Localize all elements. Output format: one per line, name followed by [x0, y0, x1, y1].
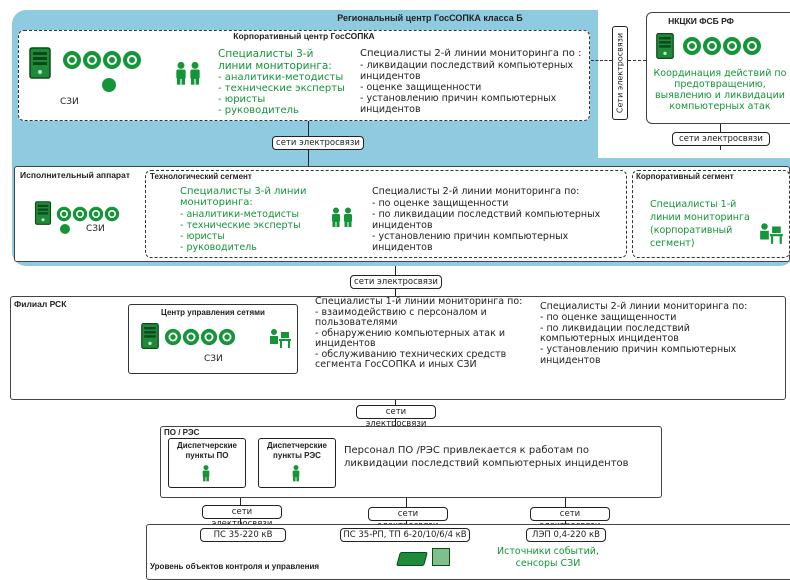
- ps-35-220-box: ПС 35-220 кВ: [200, 528, 286, 542]
- shield-icon: [742, 36, 762, 56]
- exec-l3-items: - аналитики-методисты - технические эксп…: [180, 209, 301, 253]
- nkcki-vertical-text: Сети электросвязи: [615, 32, 625, 114]
- server-icon: [140, 322, 160, 350]
- user-icon: [60, 224, 70, 234]
- operator-desk-icon: [758, 222, 784, 244]
- exec-l3-title: Специалисты 3-й линии мониторинга:: [180, 186, 307, 208]
- ncc-title: Центр управления сетями: [161, 308, 265, 317]
- gear-icon: [200, 328, 218, 346]
- operator-desk-icon: [268, 328, 292, 348]
- security-icons: [56, 206, 136, 222]
- corp-l3-items: - аналитики-методисты - технические эксп…: [218, 72, 345, 116]
- tech-segment-title: Технологический сегмент: [150, 172, 252, 181]
- nkcki-comm-link: сети электросвязи: [672, 132, 770, 146]
- shield-icon: [122, 50, 142, 70]
- exec-l2-items: - по оценке защищенности - по ликвидации…: [372, 198, 601, 253]
- corp-szi-label: СЗИ: [60, 97, 79, 107]
- bottom-comm-link-2: сети электросвязи: [368, 507, 448, 531]
- gear-icon: [102, 50, 122, 70]
- region-filial-comm-link: сети электросвязи: [350, 275, 442, 289]
- filial-title: Филиал РСК: [14, 299, 67, 309]
- security-icons: [62, 50, 162, 70]
- nkcki-title: НКЦКИ ФСБ РФ: [668, 16, 734, 26]
- dp-res-label: Диспетчерские пункты РЭС: [267, 441, 327, 460]
- server-icon: [655, 32, 675, 60]
- ps-35-rp-box: ПС 35-РП, ТП 6-20/10/6/4 кВ: [340, 528, 470, 542]
- user-icon: [102, 78, 116, 92]
- exec-l2-title: Специалисты 2-й линии мониторинга по:: [372, 186, 580, 197]
- objects-level-label: Уровень объектов контроля и управления: [150, 562, 320, 571]
- nkcki-text: Координация действий по предотвращению, …: [653, 68, 787, 112]
- person-icon: [201, 464, 211, 482]
- security-icons: [682, 36, 790, 56]
- corp-center-title: Корпоративный центр ГосСОПКА: [233, 31, 375, 41]
- exec-szi-label: СЗИ: [86, 224, 105, 234]
- security-icon: [56, 206, 72, 222]
- corp-l2-items: - ликвидации последствий компьютерных ин…: [360, 60, 574, 115]
- corp-segment-text: Специалисты 1-й линии мониторинга (корпо…: [650, 199, 750, 249]
- nkcki-dash-link-2: [628, 60, 646, 61]
- po-res-text: Персонал ПО /РЭС привлекается к работам …: [344, 445, 629, 469]
- po-res-title: ПО / РЭС: [164, 428, 200, 437]
- gear-icon: [88, 206, 104, 222]
- security-icon: [62, 50, 82, 70]
- tech-segment-box: [145, 170, 627, 258]
- shield-icon: [104, 206, 120, 222]
- corp-exec-comm-link: сети электросвязи: [272, 136, 364, 150]
- sensor-icon: [432, 548, 450, 566]
- exec-title: Исполнительный аппарат: [20, 170, 131, 180]
- filial-l2-text: Специалисты 2-й линии мониторинга по: - …: [540, 301, 748, 366]
- nkcki-box: [646, 12, 790, 124]
- sources-text: Источники событий, сенсоры СЗИ: [497, 546, 599, 569]
- person-icon: [291, 464, 301, 482]
- search-icon: [82, 50, 102, 70]
- lep-box: ЛЭП 0,4-220 кВ: [526, 528, 606, 542]
- gear-icon: [722, 36, 742, 56]
- specialists-icon: [332, 207, 352, 227]
- corp-segment-box: [632, 170, 790, 258]
- bottom-comm-link-1: сети электросвязи: [202, 505, 282, 529]
- bottom-comm-link-3: сети электросвязи: [530, 507, 610, 531]
- router-icon: [396, 552, 428, 566]
- server-icon: [34, 200, 52, 226]
- security-icon: [164, 328, 182, 346]
- region-title: Региональный центр ГосСОПКА класса Б: [337, 13, 523, 23]
- corp-segment-title: Корпоративный сегмент: [636, 172, 734, 181]
- filial-po-comm-link: сети электросвязи: [356, 405, 436, 429]
- shield-icon: [218, 328, 236, 346]
- specialists-icon: [176, 61, 200, 85]
- nkcki-vertical-label: Сети электросвязи: [612, 26, 628, 120]
- search-icon: [182, 328, 200, 346]
- security-icons: [164, 328, 264, 346]
- corp-l2-title: Специалисты 2-й линии мониторинга по :: [360, 48, 582, 59]
- security-icon: [682, 36, 702, 56]
- corp-center-box: [18, 30, 590, 121]
- ncc-szi-label: СЗИ: [204, 354, 223, 364]
- search-icon: [702, 36, 722, 56]
- nkcki-dash-link: [591, 60, 612, 61]
- filial-l1-text: Специалисты 1-й линии мониторинга по: - …: [315, 296, 523, 370]
- corp-l3-title: Специалисты 3-й линии мониторинга:: [218, 48, 332, 72]
- dp-po-label: Диспетчерские пункты ПО: [177, 441, 237, 460]
- search-icon: [72, 206, 88, 222]
- server-icon: [28, 46, 52, 80]
